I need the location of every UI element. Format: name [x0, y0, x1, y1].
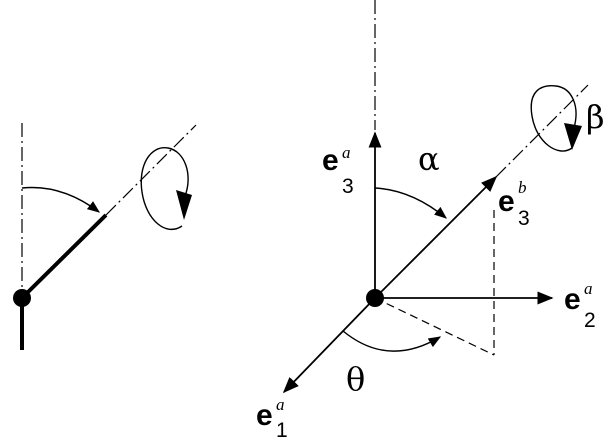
svg-text:e: e — [322, 144, 339, 177]
svg-text:3: 3 — [342, 175, 354, 198]
theta-label: θ — [346, 360, 365, 398]
beta-spin-loop — [530, 85, 577, 152]
tilt-angle-arc — [21, 186, 101, 213]
spin-arrowhead — [176, 190, 192, 220]
svg-text:a: a — [342, 143, 351, 162]
frame-figure: α β θ e a 3 e b 3 e a 2 e a 1 — [256, 0, 605, 440]
spin-loop-arrow — [140, 147, 189, 231]
pendulum-rod — [20, 213, 108, 300]
svg-text:a: a — [584, 279, 593, 298]
e1a-axis-arrow — [282, 297, 376, 394]
e1a-label: e a 1 — [256, 395, 288, 440]
e3b-label: e b 3 — [498, 178, 530, 230]
svg-text:e: e — [256, 399, 273, 432]
e3b-axis-arrow — [374, 175, 498, 299]
svg-text:b: b — [518, 178, 527, 197]
rod-axis-extension — [105, 124, 197, 216]
svg-text:3: 3 — [518, 207, 530, 230]
svg-text:1: 1 — [276, 419, 288, 440]
e3a-label: e a 3 — [322, 143, 354, 198]
theta-angle-arc — [342, 330, 442, 352]
e2a-label: e a 2 — [564, 279, 596, 332]
origin-point — [366, 289, 384, 307]
svg-text:2: 2 — [584, 309, 596, 332]
e3b-axis-extension — [495, 84, 589, 178]
svg-text:a: a — [276, 395, 285, 414]
alpha-angle-arc — [374, 187, 447, 219]
svg-text:e: e — [564, 283, 581, 316]
alpha-label: α — [418, 140, 440, 178]
beta-label: β — [586, 98, 605, 136]
beta-spin-arrowhead — [564, 123, 582, 150]
svg-text:e: e — [498, 185, 515, 218]
projection-ground-dashed — [374, 297, 495, 356]
pivot-point — [13, 289, 31, 307]
pendulum-figure — [13, 123, 197, 350]
